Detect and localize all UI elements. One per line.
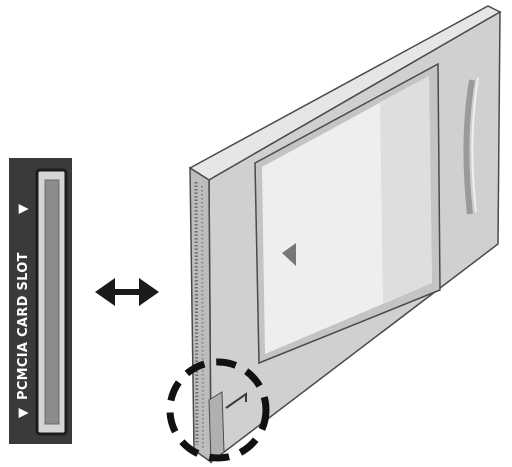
card-connector-edge <box>189 166 212 464</box>
slot-label: PCMCIA CARD SLOT <box>16 252 31 400</box>
card-grip-groove <box>463 79 475 215</box>
slot-marker-top: ▼ <box>16 204 31 214</box>
card-grip-groove-highlight <box>471 77 479 213</box>
card-notch <box>208 391 225 463</box>
double-arrow-icon <box>95 278 159 306</box>
dashed-circle-icon <box>166 358 270 462</box>
card-label-band <box>380 76 432 303</box>
slot-panel: ▼ PCMCIA CARD SLOT ▼ <box>9 158 72 444</box>
card-notch-edge <box>225 392 247 409</box>
card-slot-inner <box>44 179 60 425</box>
pcmcia-card <box>188 5 502 464</box>
triangle-left-icon <box>282 243 296 266</box>
slot-marker-bottom: ▼ <box>16 408 31 418</box>
